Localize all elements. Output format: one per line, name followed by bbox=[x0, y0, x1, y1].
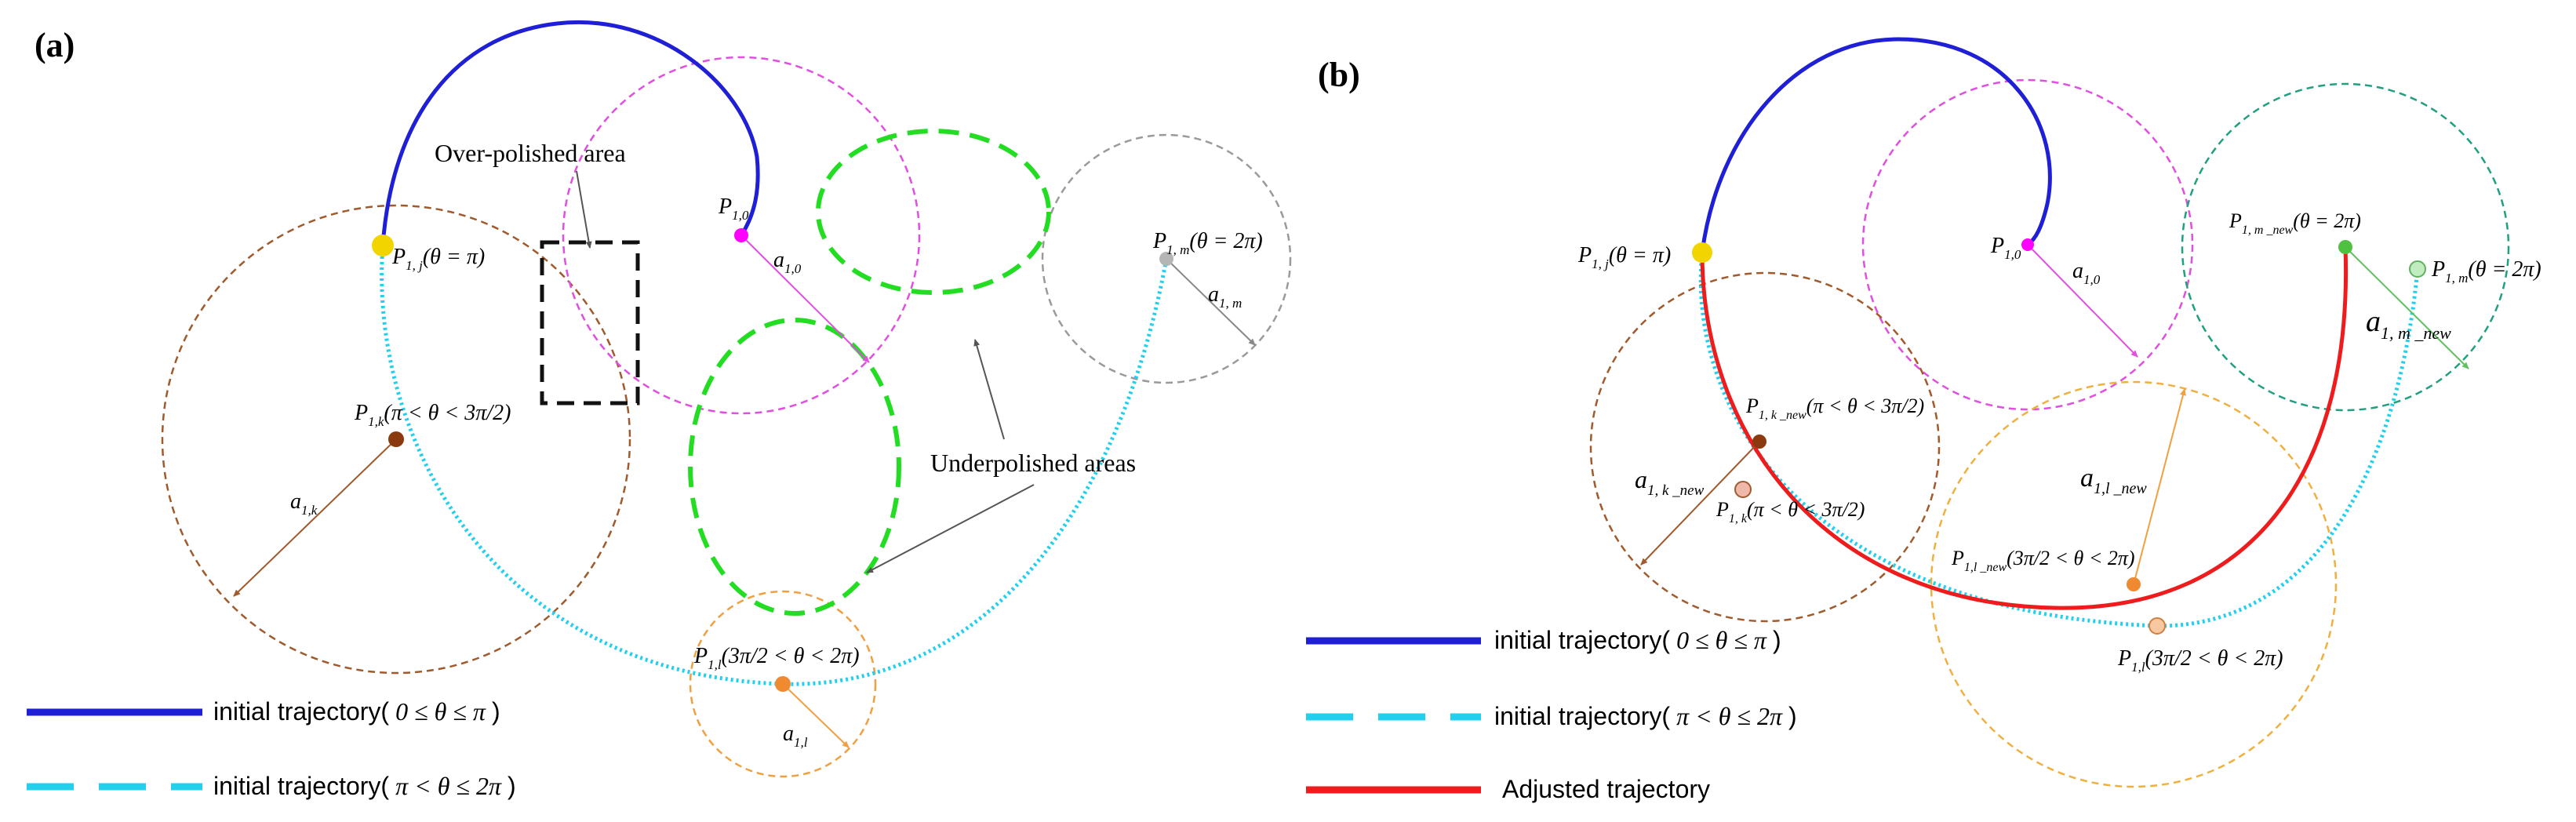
label-p-k-a: P1,k(π < θ < 3π/2) bbox=[354, 401, 511, 429]
radius-arrow-0 bbox=[740, 235, 870, 363]
radius-arrow-m bbox=[1166, 258, 1256, 346]
label-p-k-new: P1, k _new(π < θ < 3π/2) bbox=[1745, 395, 1924, 422]
label-p-l-a: P1,l(3π/2 < θ < 2π) bbox=[693, 644, 860, 672]
point-k-b bbox=[1734, 481, 1752, 498]
point-l-b bbox=[2148, 617, 2166, 635]
legend-a-label-1: initial trajectory( π < θ ≤ 2π ) bbox=[213, 772, 516, 800]
radius-arrow-k-new bbox=[1640, 441, 1760, 566]
circle-m bbox=[1041, 133, 1292, 384]
underpolished-ellipse-top bbox=[816, 129, 1051, 295]
circle-l bbox=[689, 590, 877, 778]
overpolished-rect bbox=[540, 240, 640, 406]
legend-b-label-0: initial trajectory( 0 ≤ θ ≤ π ) bbox=[1494, 626, 1781, 654]
point-j bbox=[372, 235, 394, 256]
initial-trajectory-cyan-b bbox=[1698, 252, 2420, 628]
underpolished-pointer-2 bbox=[866, 484, 1035, 573]
over-polished-label: Over-polished area bbox=[435, 139, 626, 167]
legend-a-label-0: initial trajectory( 0 ≤ θ ≤ π ) bbox=[213, 697, 500, 726]
label-p-m-b: P1, m(θ = 2π) bbox=[2431, 257, 2541, 286]
label-a-0-a: a1,0 bbox=[773, 248, 802, 276]
label-a-m-a: a1, m bbox=[1208, 282, 1242, 311]
label-p-j-a: P1, j(θ = π) bbox=[391, 245, 485, 273]
point-k bbox=[388, 431, 404, 447]
legend-b-label-1: initial trajectory( π < θ ≤ 2π ) bbox=[1494, 702, 1797, 730]
label-p-m-a: P1, m(θ = 2π) bbox=[1152, 229, 1263, 257]
legend-b: initial trajectory( 0 ≤ θ ≤ π ) initial … bbox=[1306, 626, 1797, 803]
panel-a-label: (a) bbox=[35, 26, 75, 64]
radius-arrow-m-new bbox=[2345, 246, 2469, 369]
label-a-l-new: a1,l _new bbox=[2080, 464, 2147, 497]
label-a-m-new: a1, m _new bbox=[2366, 305, 2451, 343]
label-a-k-new: a1, k _new bbox=[1635, 465, 1705, 499]
circle-k bbox=[161, 204, 631, 675]
underpolished-ellipse-bottom bbox=[688, 318, 901, 616]
point-0 bbox=[734, 228, 748, 242]
point-m-new bbox=[2338, 240, 2352, 254]
circle-k-b bbox=[1589, 271, 1941, 623]
radius-arrow-k bbox=[233, 438, 397, 597]
label-p-0-a: P1,0 bbox=[718, 195, 749, 223]
label-p-m-new: P1, m _new(θ = 2π) bbox=[2229, 209, 2361, 237]
label-p-0-b: P1,0 bbox=[1990, 234, 2021, 262]
label-p-l-b: P1,l(3π/2 < θ < 2π) bbox=[2117, 646, 2283, 675]
point-k-new bbox=[1752, 435, 1766, 449]
label-a-0-b: a1,0 bbox=[2072, 259, 2101, 287]
initial-trajectory-cyan-a bbox=[380, 245, 1169, 686]
over-polished-pointer bbox=[576, 170, 592, 249]
label-p-k-b: P1, k(π < θ < 3π/2) bbox=[1716, 498, 1865, 526]
legend-b-label-2: Adjusted trajectory bbox=[1502, 775, 1710, 803]
point-l-new bbox=[2127, 577, 2141, 591]
adjusted-trajectory bbox=[1700, 246, 2349, 610]
radius-arrow-l-new bbox=[2133, 388, 2186, 585]
underpolished-label: Underpolished areas bbox=[930, 449, 1136, 477]
legend-a: initial trajectory( 0 ≤ θ ≤ π ) initial … bbox=[27, 697, 516, 800]
panel-b-label: (b) bbox=[1318, 56, 1360, 94]
circle-0 bbox=[562, 56, 921, 415]
point-m-b bbox=[2409, 260, 2426, 278]
initial-trajectory-blue-a bbox=[380, 20, 760, 246]
initial-trajectory-blue-b bbox=[1700, 37, 2052, 253]
point-m bbox=[1159, 252, 1173, 266]
radius-arrow-0-b bbox=[2027, 244, 2138, 358]
label-a-k-a: a1,k bbox=[290, 489, 318, 518]
circle-l-b bbox=[1930, 380, 2338, 788]
label-p-j-b: P1, j(θ = π) bbox=[1577, 243, 1671, 271]
radius-arrow-l bbox=[782, 683, 850, 748]
point-0-b bbox=[2021, 238, 2034, 251]
label-p-l-new: P1,l _new(3π/2 < θ < 2π) bbox=[1951, 547, 2135, 574]
label-a-l-a: a1,l bbox=[783, 722, 808, 750]
point-l bbox=[775, 676, 791, 692]
underpolished-pointer-1 bbox=[973, 339, 1005, 440]
circle-0-b bbox=[1861, 78, 2194, 411]
point-j-b bbox=[1692, 242, 1712, 263]
circle-m-b bbox=[2181, 82, 2510, 412]
panel-b: (b) P1, j(θ = π) P1,0 P1, m _new(θ = 2π)… bbox=[1306, 37, 2541, 803]
panel-a: (a) Over-polished area Underpolished ar bbox=[27, 20, 1292, 800]
